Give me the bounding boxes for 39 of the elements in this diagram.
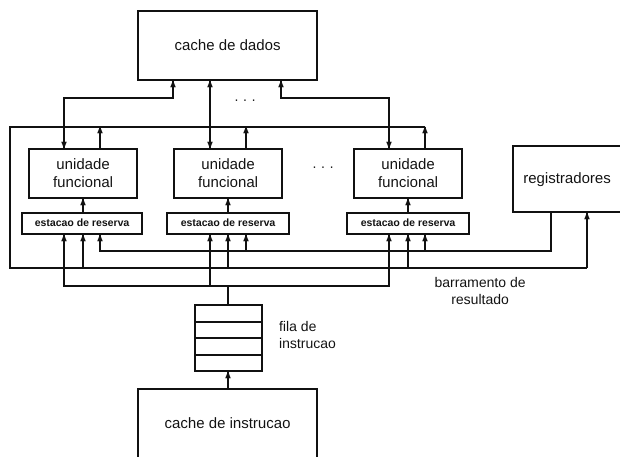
box-label: cache de dados	[174, 36, 280, 54]
arrow	[80, 198, 86, 212]
box-label: unidade funcional	[376, 156, 440, 191]
register-file-box	[512, 145, 620, 213]
arrow	[225, 371, 231, 388]
box-label: unidade funcional	[196, 156, 260, 191]
ellipsis: · · ·	[311, 158, 335, 175]
reservation-station-box	[166, 212, 290, 235]
box-label: unidade funcional	[52, 156, 114, 191]
arrow	[61, 80, 176, 149]
arrow	[243, 126, 249, 148]
arrow	[422, 126, 428, 148]
arrow	[207, 80, 213, 149]
functional-unit-box	[353, 148, 463, 199]
reservation-station-box	[21, 212, 143, 235]
functional-unit-box	[173, 148, 283, 199]
arrow	[80, 234, 86, 268]
arrow	[225, 198, 231, 212]
arrow	[225, 234, 231, 268]
reservation-station-box	[346, 212, 470, 235]
arrow	[405, 234, 411, 268]
station-label: estacao de reserva	[180, 217, 276, 230]
station-label: estacao de reserva	[34, 217, 130, 230]
data-cache-box	[137, 10, 318, 81]
bus-caption: barramento de resultado	[433, 274, 527, 308]
instruction-queue	[194, 304, 263, 372]
station-label: estacao de reserva	[360, 217, 456, 230]
arrow	[422, 213, 552, 252]
functional-unit-box	[28, 148, 138, 199]
arrow	[584, 212, 590, 268]
arrow	[405, 198, 411, 212]
instruction-cache-box	[137, 388, 318, 457]
arrow	[227, 234, 392, 304]
box-label: registradores	[523, 170, 611, 188]
box-label: cache de instrucao	[164, 414, 290, 432]
arrow	[97, 126, 103, 148]
queue-caption: fila de instrucao	[279, 318, 337, 352]
ellipsis: · · ·	[233, 91, 257, 108]
arrow	[278, 80, 392, 149]
